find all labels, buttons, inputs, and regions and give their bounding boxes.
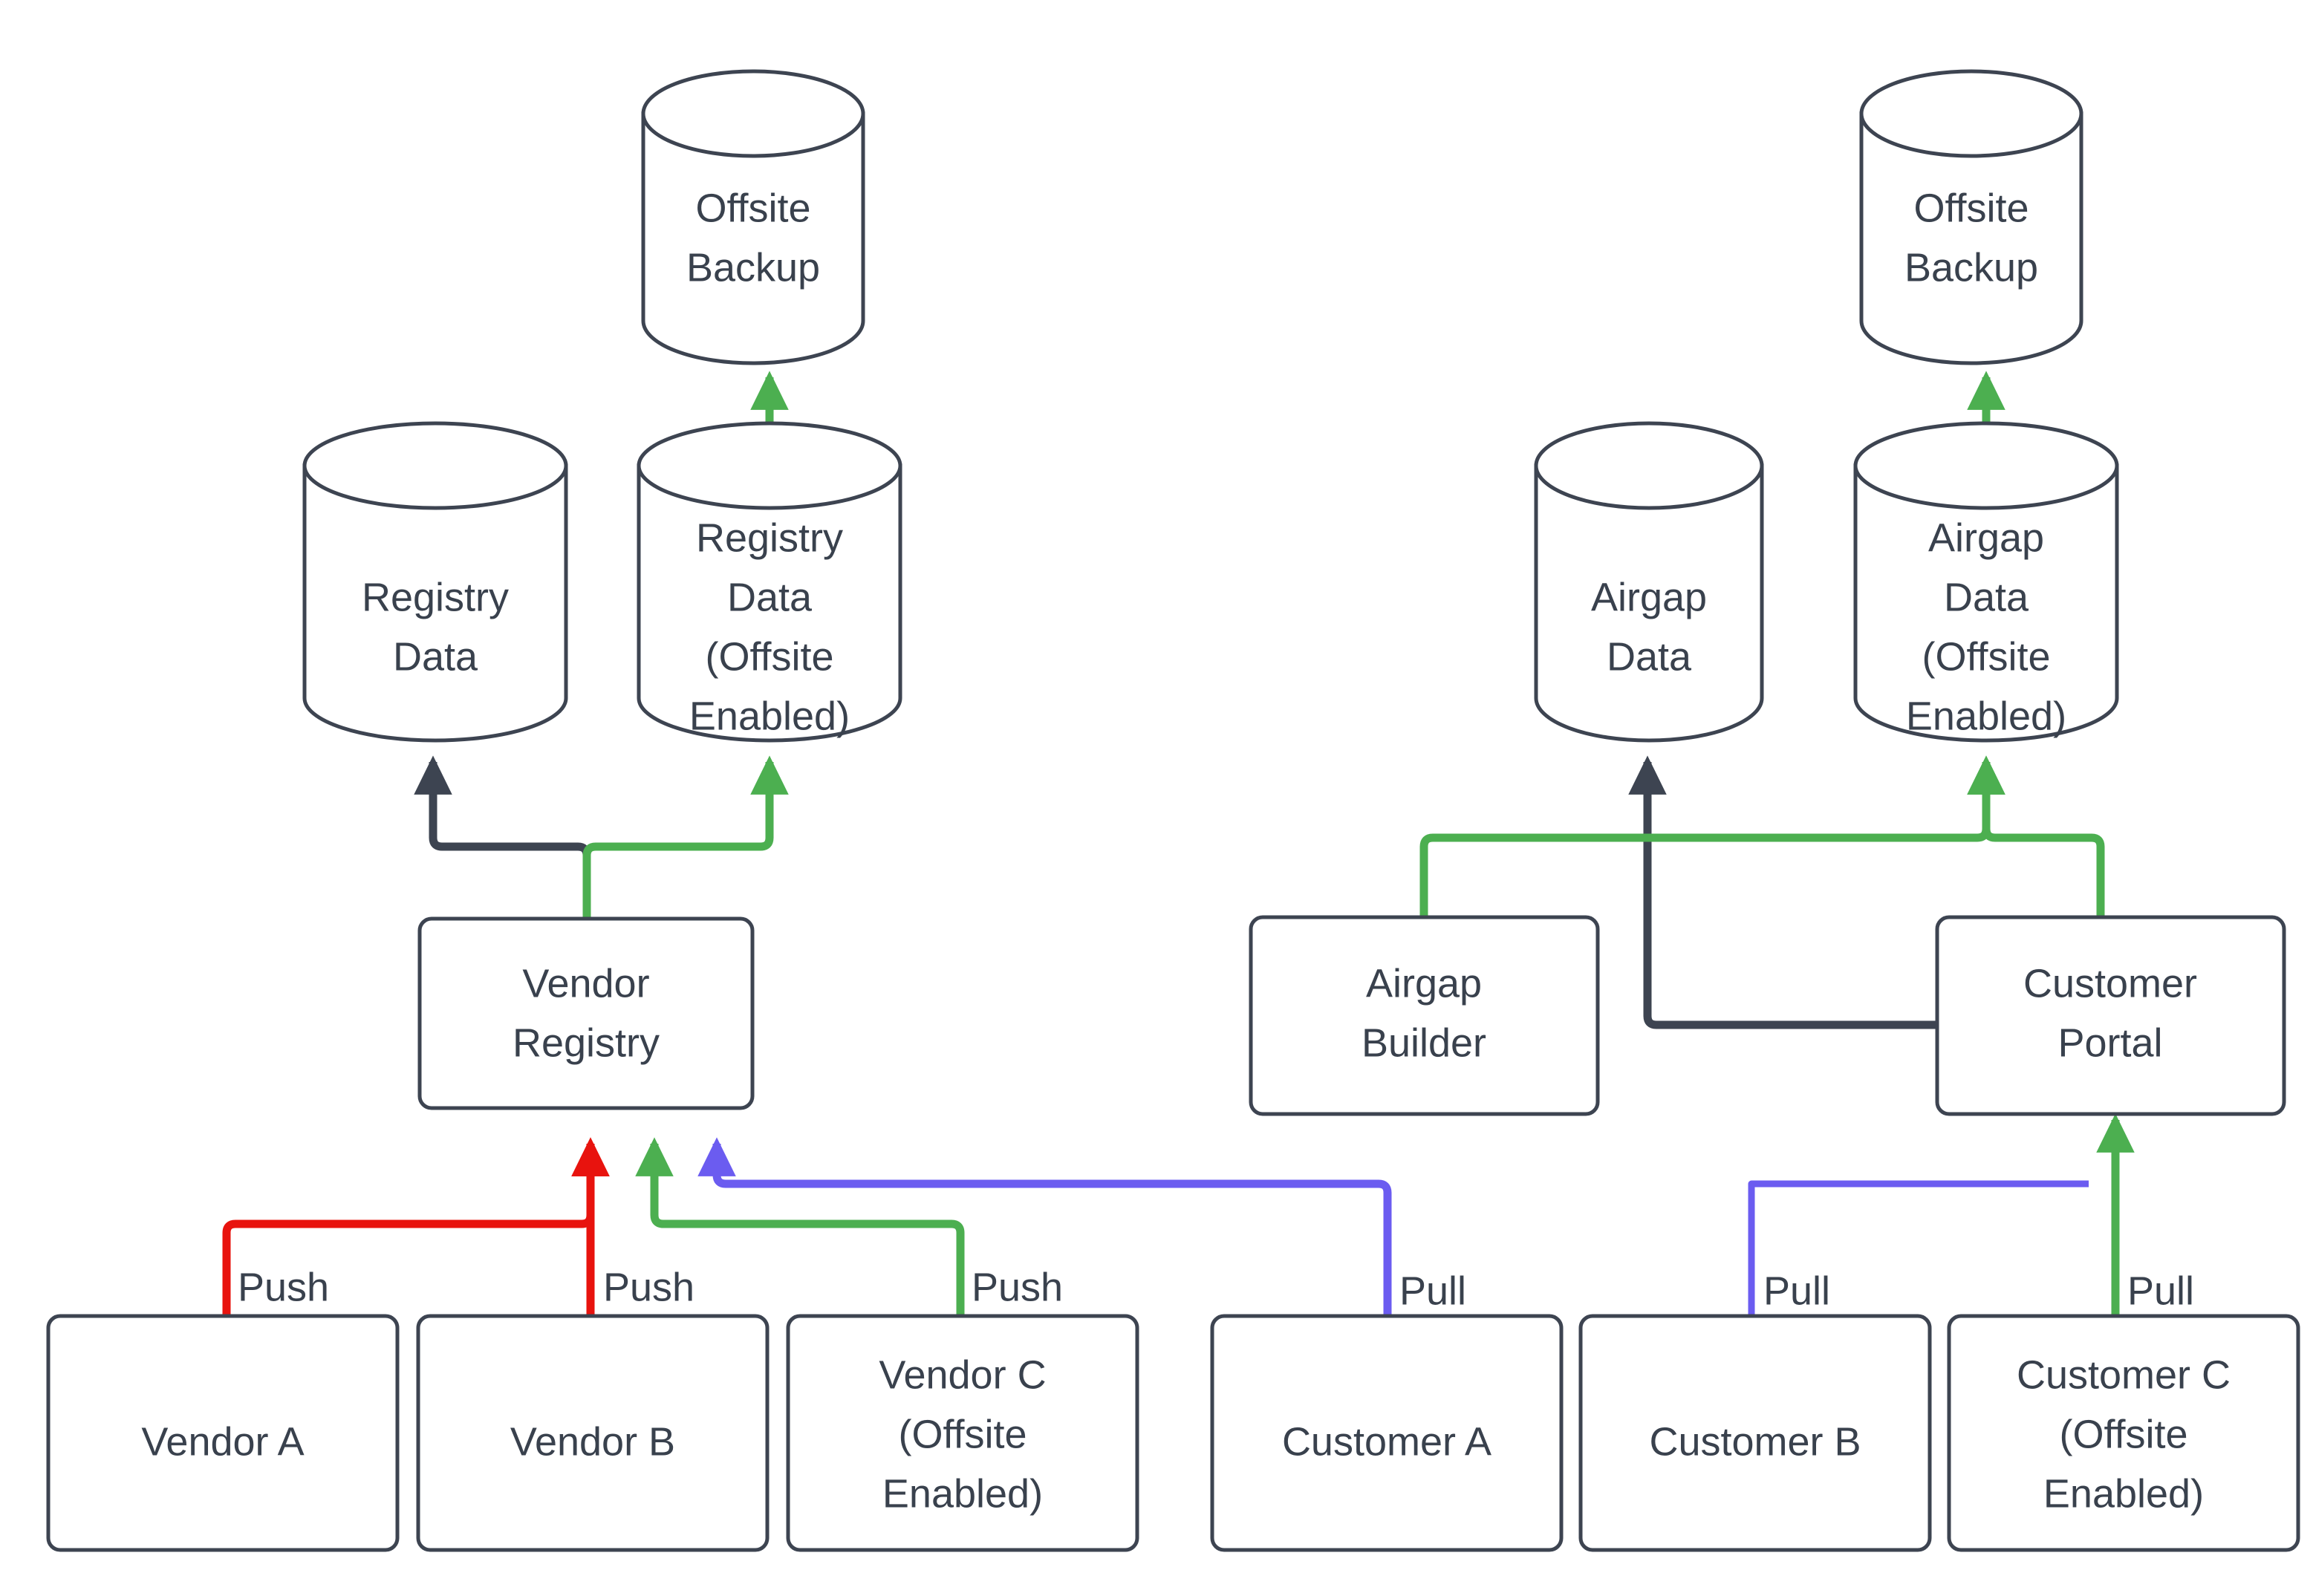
node-airgap-data-offsite[interactable]: Airgap Data (Offsite Enabled): [1853, 421, 2119, 743]
node-registry-data[interactable]: Registry Data: [302, 421, 568, 743]
airgap-builder-label-1: Airgap: [1366, 961, 1482, 1006]
edge-label-customer-c-pull: Pull: [2127, 1268, 2194, 1313]
registry-data-offsite-label-1: Registry: [696, 515, 843, 560]
vendor-c-label-1: Vendor C: [879, 1352, 1046, 1397]
edge-label-vendor-c-push: Push: [972, 1265, 1063, 1309]
node-offsite-backup-left[interactable]: Offsite Backup: [641, 69, 865, 365]
airgap-data-offsite-label-1: Airgap: [1928, 515, 2044, 560]
node-vendor-registry[interactable]: Vendor Registry: [417, 916, 755, 1110]
node-customer-portal[interactable]: Customer Portal: [1935, 915, 2286, 1116]
offsite-backup-left-label-2: Backup: [686, 245, 820, 290]
registry-data-label-2: Data: [393, 634, 478, 679]
edge-airgap-builder-to-airgap-data-offsite: [1419, 755, 2005, 917]
node-customer-c[interactable]: Customer C (Offsite Enabled): [1947, 1314, 2300, 1552]
airgap-data-label-2: Data: [1607, 634, 1692, 679]
offsite-backup-right-label-2: Backup: [1904, 245, 2038, 290]
edge-customer-portal-to-airgap-data: [1628, 755, 1937, 1029]
edge-label-vendor-b-push: Push: [603, 1265, 694, 1309]
edge-label-customer-b-pull: Pull: [1763, 1268, 1830, 1313]
airgap-data-offsite-label-4: Enabled): [1906, 694, 2066, 738]
vendor-registry-label-1: Vendor: [522, 961, 649, 1006]
node-registry-data-offsite[interactable]: Registry Data (Offsite Enabled): [637, 421, 902, 743]
airgap-data-offsite-label-2: Data: [1944, 575, 2029, 619]
edge-vendor-registry-to-registry-data-offsite: [582, 755, 789, 919]
node-vendor-c[interactable]: Vendor C (Offsite Enabled): [786, 1314, 1139, 1552]
vendor-b-label: Vendor B: [510, 1419, 675, 1464]
airgap-builder-label-2: Builder: [1362, 1020, 1486, 1065]
node-customer-a[interactable]: Customer A: [1210, 1314, 1564, 1552]
edge-vendor-registry-to-registry-data: [414, 755, 591, 919]
offsite-backup-left-label-1: Offsite: [695, 186, 810, 230]
airgap-data-label-1: Airgap: [1591, 575, 1707, 619]
edge-customer-a-pull: [697, 1137, 1392, 1315]
node-vendor-a[interactable]: Vendor A: [46, 1314, 400, 1552]
registry-data-offsite-label-4: Enabled): [689, 694, 850, 738]
vendor-a-label: Vendor A: [141, 1419, 304, 1464]
customer-a-label: Customer A: [1282, 1419, 1491, 1464]
node-vendor-b[interactable]: Vendor B: [416, 1314, 770, 1552]
node-offsite-backup-right[interactable]: Offsite Backup: [1859, 69, 2083, 365]
edge-label-vendor-a-push: Push: [238, 1265, 329, 1309]
registry-data-offsite-label-3: (Offsite: [705, 634, 833, 679]
node-airgap-builder[interactable]: Airgap Builder: [1249, 915, 1600, 1116]
registry-data-offsite-label-2: Data: [727, 575, 813, 619]
customer-c-label-2: (Offsite: [2059, 1412, 2187, 1456]
customer-c-label-1: Customer C: [2017, 1352, 2231, 1397]
customer-c-label-3: Enabled): [2043, 1471, 2204, 1516]
offsite-backup-right-label-1: Offsite: [1913, 186, 2029, 230]
node-airgap-data[interactable]: Airgap Data: [1534, 421, 1764, 743]
airgap-data-offsite-label-3: (Offsite: [1922, 634, 2050, 679]
node-customer-b[interactable]: Customer B: [1578, 1314, 1932, 1552]
vendor-c-label-3: Enabled): [882, 1471, 1043, 1516]
customer-portal-label-2: Portal: [2057, 1020, 2162, 1065]
edge-customer-b-pull: [1748, 1180, 2089, 1315]
edge-vendor-c-push: [635, 1137, 965, 1315]
customer-portal-label-1: Customer: [2023, 961, 2197, 1006]
edge-label-customer-a-pull: Pull: [1399, 1268, 1466, 1313]
registry-data-label-1: Registry: [362, 575, 509, 619]
vendor-c-label-2: (Offsite: [898, 1412, 1027, 1456]
edge-customer-portal-to-airgap-data-offsite: [1967, 755, 2105, 917]
customer-b-label: Customer B: [1649, 1419, 1861, 1464]
vendor-registry-label-2: Registry: [513, 1020, 660, 1065]
